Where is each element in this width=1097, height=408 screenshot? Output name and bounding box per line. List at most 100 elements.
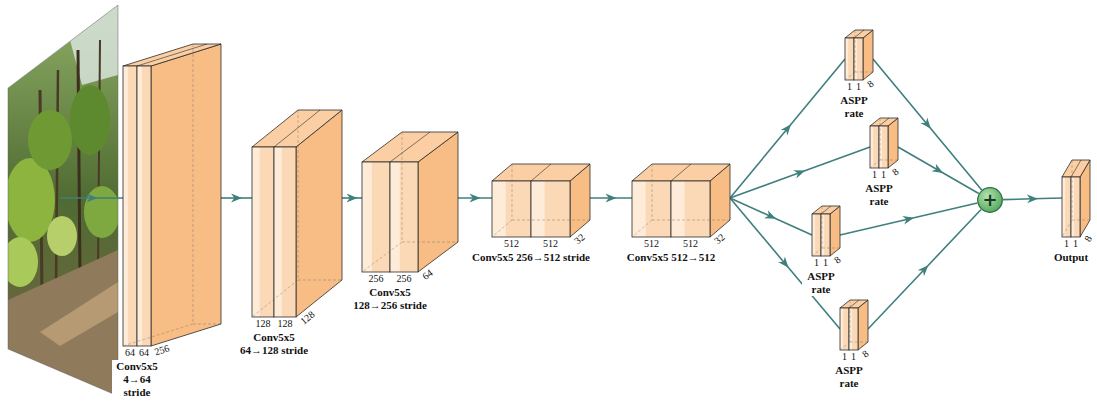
channel-size: 1	[1064, 238, 1069, 249]
hidden-edge	[362, 242, 402, 272]
channel-size: 1	[823, 257, 828, 268]
hidden-edge	[855, 72, 873, 73]
flow-arrow	[730, 198, 840, 329]
block-outline	[362, 162, 390, 272]
sum-circle: +	[977, 187, 1003, 213]
depth-size: 8	[832, 254, 843, 266]
block-stripe	[879, 126, 882, 168]
block-stripe	[123, 66, 128, 346]
block-divider	[849, 300, 859, 308]
block-shape	[1062, 160, 1090, 237]
block-front	[123, 66, 137, 346]
photo-foliage	[84, 186, 120, 238]
block-divider	[854, 30, 864, 38]
flow-arrow	[1003, 198, 1062, 200]
hidden-edge	[845, 72, 855, 80]
block-shape	[870, 118, 898, 168]
channel-size: 1	[814, 257, 819, 268]
block-divider	[821, 206, 831, 214]
block-outline	[1062, 177, 1071, 237]
block-front	[840, 308, 849, 350]
channel-size: 64	[139, 347, 149, 358]
block-front	[812, 214, 821, 256]
block-side	[151, 44, 221, 346]
block-top	[492, 164, 590, 181]
block-stripe	[845, 38, 848, 80]
block-outline	[821, 214, 830, 256]
photo-foliage	[70, 85, 110, 155]
block-front	[854, 38, 863, 80]
block-divider	[274, 110, 320, 147]
block-front	[492, 181, 531, 237]
photo-foliage	[2, 237, 38, 287]
channel-size: 128	[256, 318, 271, 329]
layer-caption: Conv5x5 256→512 stride	[472, 251, 590, 264]
channel-size: 512	[644, 238, 659, 249]
hidden-edge	[193, 44, 194, 324]
aspp-block: 118ASPP rate	[812, 206, 840, 256]
block-stripe	[531, 181, 545, 237]
block-top	[812, 206, 840, 214]
conv-block: 51251232Conv5x5 256→512 stride	[492, 164, 590, 237]
block-divider	[390, 132, 430, 162]
block-top	[1062, 160, 1090, 177]
block-front	[1071, 177, 1080, 237]
block-outline	[849, 308, 858, 350]
channel-size: 1	[872, 169, 877, 180]
block-outline	[632, 181, 671, 237]
channel-size: 256	[397, 273, 412, 284]
block-outline	[671, 181, 710, 237]
layer-caption: Conv5x5 64→128 stride	[236, 331, 312, 357]
sum-circle-outline	[978, 188, 1003, 213]
block-divider	[1071, 160, 1081, 177]
conv-block: 128128128Conv5x5 64→128 stride	[252, 110, 342, 317]
layer-caption: ASPP rate	[830, 364, 868, 390]
block-stripe	[812, 214, 815, 256]
block-stripe	[870, 126, 873, 168]
block-front	[1062, 177, 1071, 237]
block-top	[870, 118, 898, 126]
block-outline	[1071, 177, 1080, 237]
block-stripe	[1071, 177, 1074, 237]
hidden-edge	[402, 132, 403, 242]
block-outline	[840, 308, 849, 350]
block-outline	[123, 66, 137, 346]
channel-size: 1	[1073, 238, 1078, 249]
flow-arrow	[590, 197, 632, 199]
block-top	[252, 110, 342, 147]
photo-foliage	[5, 158, 55, 242]
block-stripe	[632, 181, 646, 237]
block-top	[840, 300, 868, 308]
block-front	[845, 38, 854, 80]
block-shape	[812, 206, 840, 256]
block-stripe	[840, 308, 843, 350]
block-outline	[531, 181, 570, 237]
channel-size: 256	[369, 273, 384, 284]
block-outline	[812, 214, 821, 256]
hidden-edge	[652, 220, 730, 221]
hidden-edge	[652, 164, 653, 220]
photo-path	[40, 282, 118, 346]
layer-caption: ASPP rate	[802, 270, 840, 296]
aspp-block: 118ASPP rate	[845, 30, 873, 80]
block-outline	[879, 126, 888, 168]
layer-caption: Output	[1054, 251, 1088, 264]
hidden-edge	[1072, 220, 1090, 221]
layer-caption: ASPP rate	[860, 182, 898, 208]
layer-caption: Conv5x5 128→256 stride	[350, 286, 430, 312]
block-front	[671, 181, 710, 237]
channel-size: 1	[851, 351, 856, 362]
hidden-edge	[880, 160, 898, 161]
flow-arrow	[458, 197, 492, 199]
conv-block: 51251232Conv5x5 512→512	[632, 164, 730, 237]
aspp-block: 118ASPP rate	[870, 118, 898, 168]
hidden-edge	[512, 220, 590, 221]
hidden-edge	[193, 324, 221, 325]
layer-caption: ASPP rate	[835, 94, 873, 120]
block-front	[849, 308, 858, 350]
block-shape	[492, 164, 590, 237]
sum-symbol: +	[982, 191, 997, 209]
block-outline	[854, 38, 863, 80]
flow-arrow	[730, 147, 870, 198]
block-front	[274, 147, 296, 317]
